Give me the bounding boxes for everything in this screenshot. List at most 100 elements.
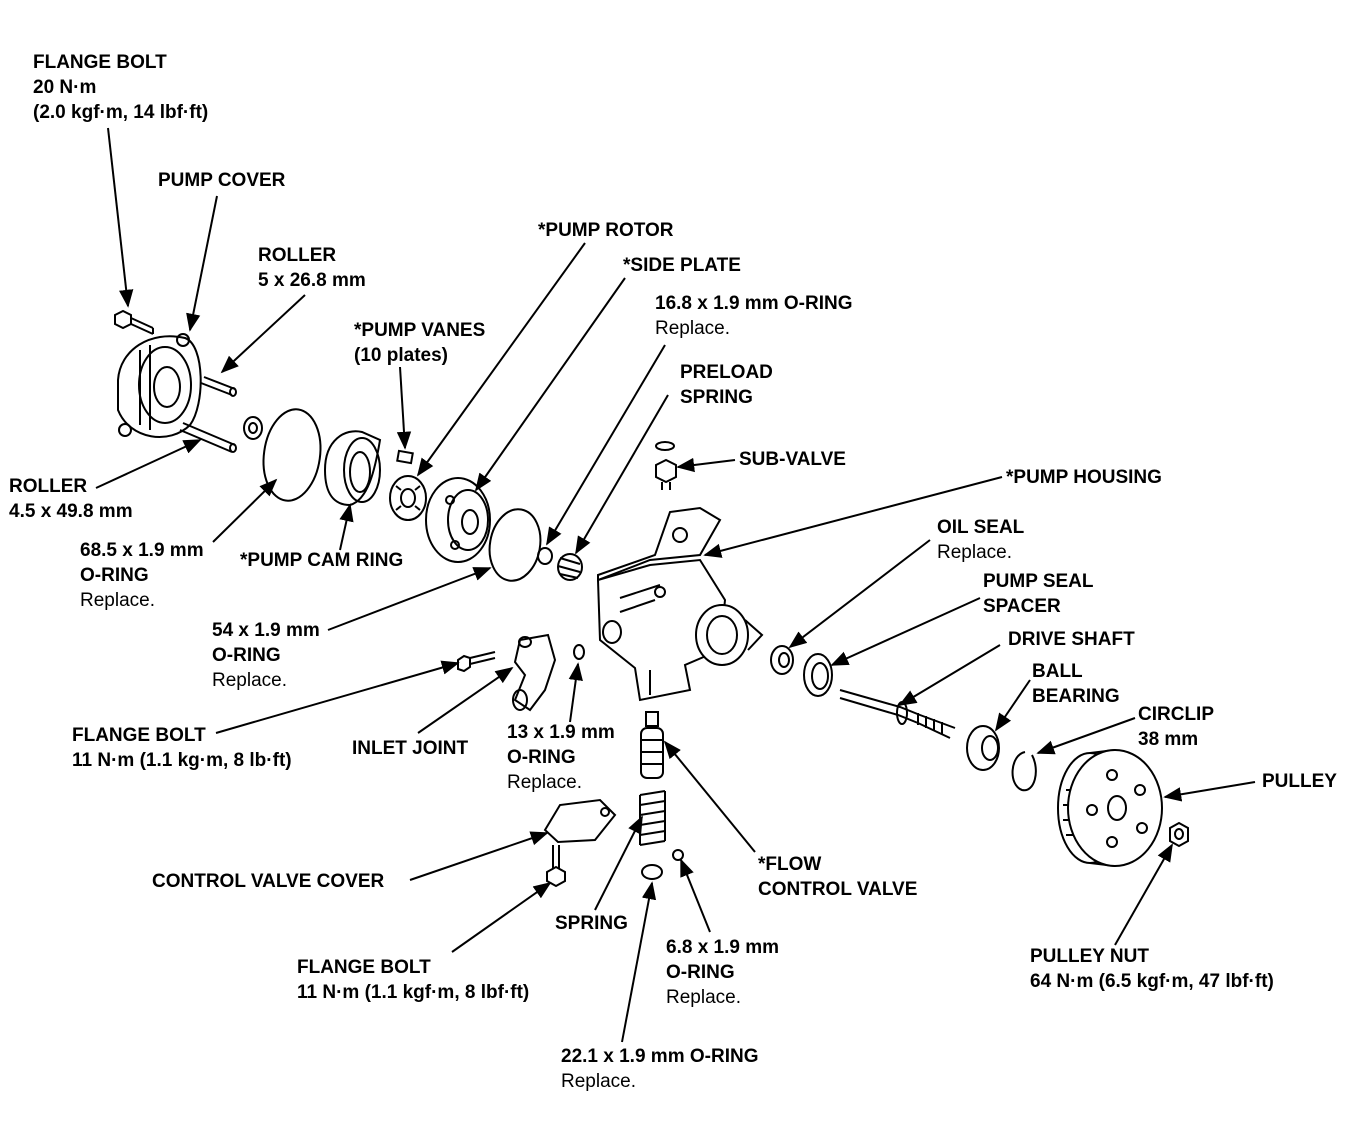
label-title: PRELOAD xyxy=(680,362,773,383)
label-title: CIRCLIP xyxy=(1138,704,1214,725)
label-spring: SPRING xyxy=(555,911,628,936)
leader-pump-housing xyxy=(703,476,1003,558)
label-title: *PUMP HOUSING xyxy=(1006,467,1162,488)
label-control-valve-cover: CONTROL VALVE COVER xyxy=(152,869,384,894)
nut-part xyxy=(243,416,263,440)
label-pump-seal-spacer: PUMP SEAL SPACER xyxy=(983,569,1094,619)
label-title: 22.1 x 1.9 mm O-RING xyxy=(561,1046,759,1067)
label-oil-seal: OIL SEAL Replace. xyxy=(937,515,1024,565)
label-size: 4.5 x 49.8 mm xyxy=(9,501,133,522)
leader-pulley-nut xyxy=(1114,843,1173,946)
leader-flow-control-valve xyxy=(663,740,756,853)
label-title: PULLEY NUT xyxy=(1030,946,1149,967)
label-title: FLANGE BOLT xyxy=(72,725,206,746)
label-title: FLANGE BOLT xyxy=(33,52,167,73)
label-oring-6-8: 6.8 x 1.9 mm O-RING Replace. xyxy=(666,935,779,1010)
label-title-2: BEARING xyxy=(1032,686,1120,707)
label-note: Replace. xyxy=(212,670,287,691)
label-title: 13 x 1.9 mm xyxy=(507,722,615,743)
leader-oil-seal xyxy=(788,539,931,649)
drive-shaft-part xyxy=(839,689,956,739)
label-inlet-joint: INLET JOINT xyxy=(352,736,468,761)
label-title-2: SPRING xyxy=(680,387,753,408)
pump-seal-spacer-part xyxy=(803,653,833,697)
side-plate-part xyxy=(425,477,491,563)
pump-vane-part xyxy=(396,449,414,465)
spring-part xyxy=(639,790,666,846)
label-title: SPRING xyxy=(555,913,628,934)
leader-pump-seal-spacer xyxy=(830,597,981,666)
leader-drive-shaft xyxy=(898,644,1001,706)
label-note: Replace. xyxy=(655,318,730,339)
pump-cover-part xyxy=(117,333,202,438)
pulley-part xyxy=(1057,749,1163,867)
leader-oring-54 xyxy=(327,567,492,631)
label-title: CONTROL VALVE COVER xyxy=(152,871,385,892)
label-pump-cam-ring: *PUMP CAM RING xyxy=(240,548,403,573)
label-torque: 11 N·m (1.1 kgf·m, 8 lbf·ft) xyxy=(297,982,530,1003)
label-title: 68.5 x 1.9 mm xyxy=(80,540,204,561)
flange-bolt-top-part xyxy=(114,309,154,335)
oring-68-5-part xyxy=(262,408,322,502)
label-oring-68-5: 68.5 x 1.9 mm O-RING Replace. xyxy=(80,538,204,613)
roller-upper-part xyxy=(200,376,237,397)
leader-flange-bolt-top xyxy=(107,127,134,308)
label-title: 6.8 x 1.9 mm xyxy=(666,937,780,958)
leader-roller-upper xyxy=(220,294,306,374)
label-pump-rotor: *PUMP ROTOR xyxy=(538,218,674,243)
leader-roller-lower xyxy=(95,439,202,489)
label-oring-16-8: 16.8 x 1.9 mm O-RING Replace. xyxy=(655,291,852,341)
label-title: ROLLER xyxy=(258,245,337,266)
label-title: FLANGE BOLT xyxy=(297,957,431,978)
circlip-part xyxy=(1011,751,1037,792)
label-part: O-RING xyxy=(212,645,281,666)
leader-oring-16-8 xyxy=(546,344,666,546)
label-circlip: CIRCLIP 38 mm xyxy=(1138,702,1214,752)
label-title: OIL SEAL xyxy=(937,517,1025,538)
ball-bearing-part xyxy=(966,725,1000,771)
label-title: BALL xyxy=(1032,661,1083,682)
leader-flange-bolt-inlet xyxy=(215,660,460,734)
leader-oring-6-8 xyxy=(680,858,711,933)
label-side-plate: *SIDE PLATE xyxy=(623,253,741,278)
sub-valve-part xyxy=(655,441,677,490)
oring-6-8-part xyxy=(672,849,684,861)
label-title: INLET JOINT xyxy=(352,738,469,759)
label-pump-cover: PUMP COVER xyxy=(158,168,285,193)
flange-bolt-inlet-part xyxy=(457,651,496,673)
label-title: PUMP COVER xyxy=(158,170,286,191)
leader-oring-22-1 xyxy=(621,881,657,1043)
leader-pump-cam-ring xyxy=(339,503,354,551)
label-note: Replace. xyxy=(80,590,155,611)
leader-pump-rotor xyxy=(416,242,586,477)
label-ball-bearing: BALL BEARING xyxy=(1032,659,1120,709)
label-drive-shaft: DRIVE SHAFT xyxy=(1008,627,1135,652)
label-title: PULLEY xyxy=(1262,771,1337,792)
pulley-nut-part xyxy=(1169,821,1189,848)
label-title: DRIVE SHAFT xyxy=(1008,629,1135,650)
leader-ball-bearing xyxy=(994,679,1031,732)
label-note: Replace. xyxy=(561,1071,636,1092)
label-roller-lower: ROLLER 4.5 x 49.8 mm xyxy=(9,474,133,524)
label-note: Replace. xyxy=(666,987,741,1008)
label-oring-13: 13 x 1.9 mm O-RING Replace. xyxy=(507,720,615,795)
label-title-2: SPACER xyxy=(983,596,1061,617)
label-torque: 20 N·m xyxy=(33,77,97,98)
oil-seal-part xyxy=(770,645,794,675)
label-oring-22-1: 22.1 x 1.9 mm O-RING Replace. xyxy=(561,1044,758,1094)
leader-pulley xyxy=(1163,781,1256,802)
label-flange-bolt-cover: FLANGE BOLT 11 N·m (1.1 kgf·m, 8 lbf·ft) xyxy=(297,955,529,1005)
label-title-2: CONTROL VALVE xyxy=(758,879,918,900)
label-size: 38 mm xyxy=(1138,729,1199,750)
label-roller-upper: ROLLER 5 x 26.8 mm xyxy=(258,243,366,293)
leader-oring-13 xyxy=(568,662,583,723)
label-title: *PUMP CAM RING xyxy=(240,550,404,571)
label-note: Replace. xyxy=(507,772,582,793)
label-title: SUB-VALVE xyxy=(739,449,846,470)
label-part: O-RING xyxy=(507,747,576,768)
label-pulley: PULLEY xyxy=(1262,769,1337,794)
label-size: 5 x 26.8 mm xyxy=(258,270,366,291)
leader-oring-68-5 xyxy=(212,478,278,543)
leader-flange-bolt-cover xyxy=(451,881,552,953)
